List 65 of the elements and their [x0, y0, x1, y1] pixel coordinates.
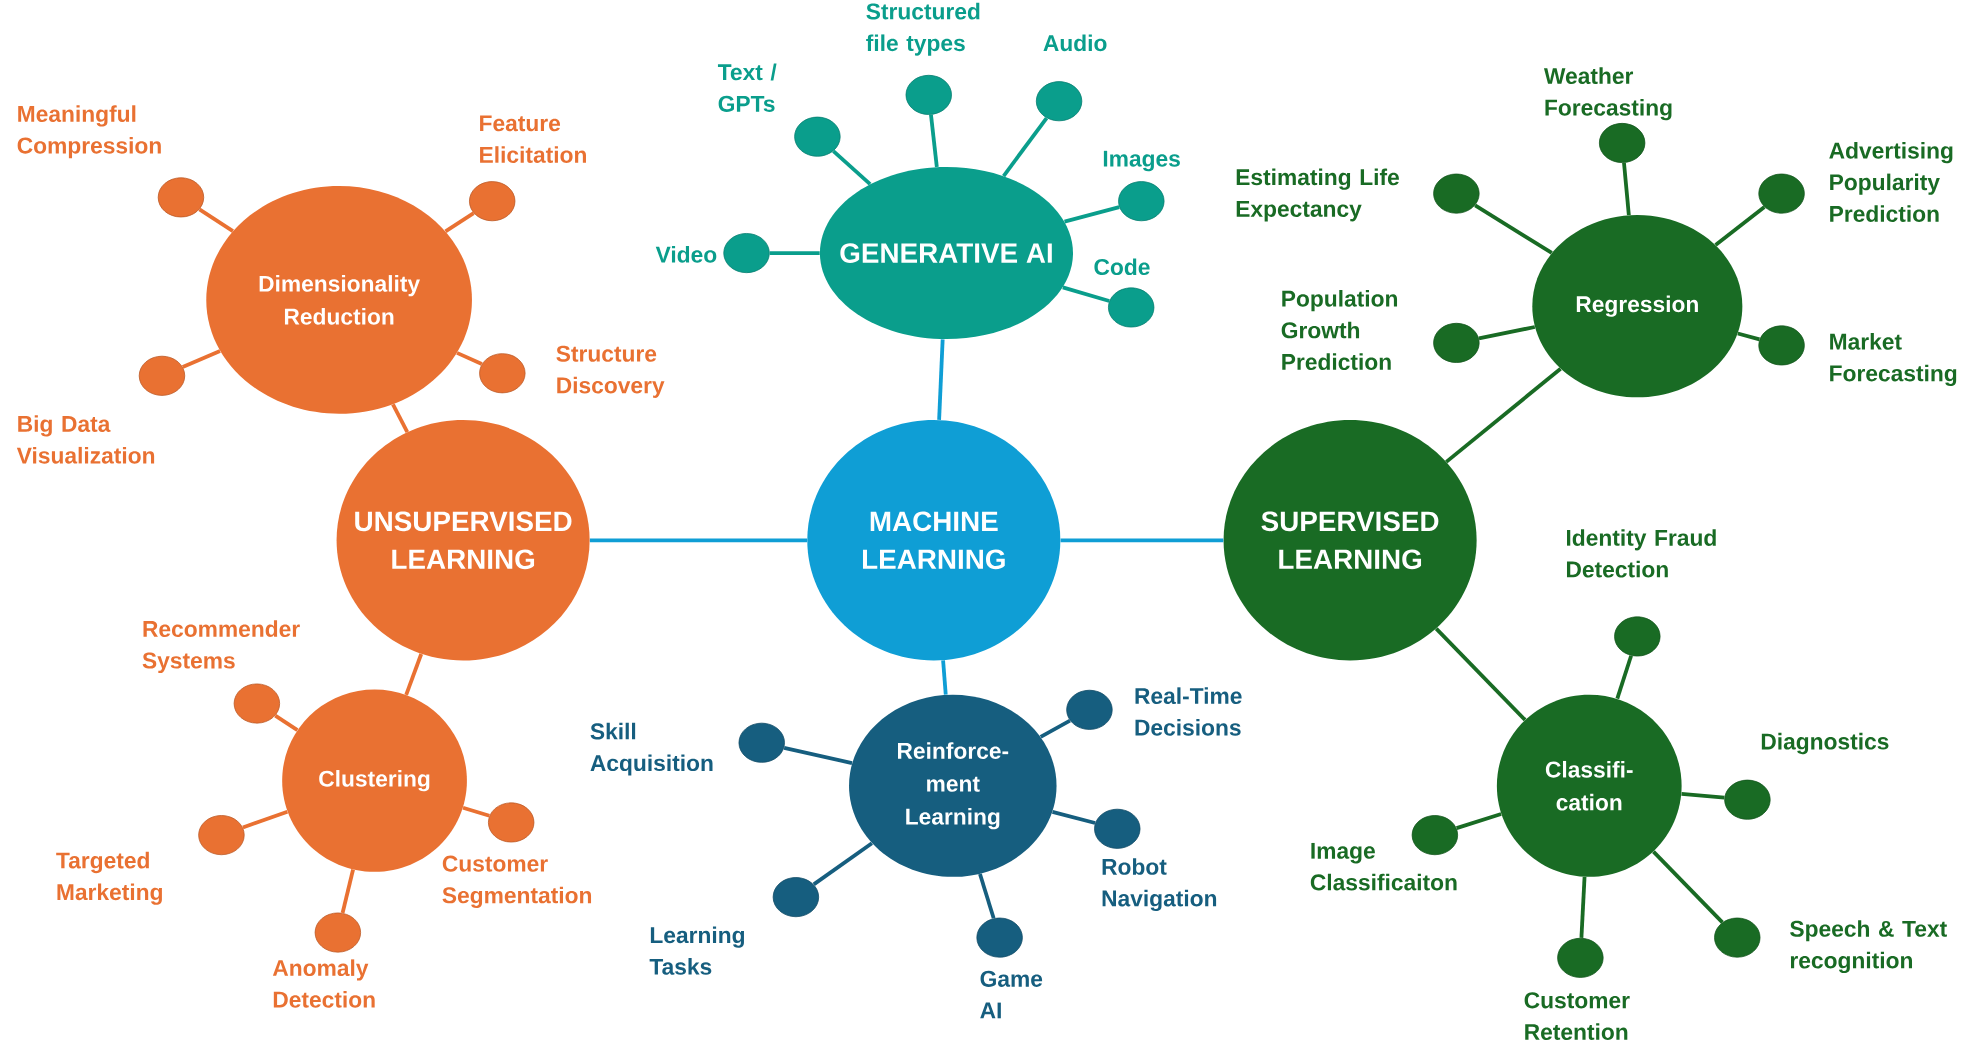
connector-line — [181, 348, 221, 369]
leaf-label: Anomaly Detection — [272, 959, 375, 1008]
leaf-label: Market Forecasting — [1830, 332, 1957, 386]
connector-line — [1445, 367, 1562, 464]
connector-line — [444, 211, 475, 233]
connector-line — [456, 350, 483, 366]
leaf-label: Meaningful Compression — [17, 105, 161, 158]
connector-line — [1064, 205, 1120, 224]
connector-line — [404, 653, 423, 696]
connector-line — [1737, 331, 1760, 342]
connector-line — [832, 149, 872, 186]
connector-line — [783, 745, 853, 765]
connector-line — [941, 660, 948, 695]
leaf-label: Game AI — [980, 970, 1043, 1019]
connector-line — [769, 250, 820, 255]
leaf-label: Population Growth Prediction — [1281, 289, 1398, 370]
leaf-label: Targeted Marketing — [56, 851, 162, 905]
leaf-label: Big Data Visualization — [16, 415, 155, 464]
connector-line — [1039, 718, 1071, 739]
connector-line — [391, 403, 409, 433]
connector-line — [812, 841, 873, 886]
leaf-label: Audio — [1043, 34, 1107, 51]
connector-line — [1060, 538, 1224, 542]
connector-line — [1615, 654, 1633, 700]
connector-line — [1579, 876, 1587, 938]
connector-line — [978, 873, 996, 919]
connector-line — [274, 713, 299, 732]
connector-line — [1714, 205, 1766, 247]
leaf-label: Speech & Text recognition — [1790, 919, 1947, 973]
leaf-label: Images — [1103, 150, 1180, 172]
connector-line — [1062, 285, 1110, 303]
connector-line — [937, 339, 945, 420]
leaf-label: Customer Retention — [1524, 992, 1630, 1040]
connector-line — [1652, 850, 1724, 924]
leaf-label: Robot Navigation — [1102, 857, 1217, 911]
leaf-label: Estimating Life Expectancy — [1236, 168, 1399, 222]
leaf-label: Code — [1094, 258, 1150, 275]
connector-line — [1456, 811, 1502, 830]
leaf-label: Structured file types — [866, 2, 980, 56]
leaf-label: Structure Discovery — [556, 345, 665, 398]
connector-line — [1622, 162, 1631, 216]
leaf-label: Weather Forecasting — [1543, 67, 1672, 121]
leaf-label: Identity Fraud Detection — [1567, 528, 1716, 578]
connector-line — [462, 805, 490, 818]
connector-line — [589, 538, 808, 542]
connector-line — [929, 114, 939, 167]
connector-line — [340, 868, 355, 914]
connector-line — [1052, 809, 1096, 825]
leaf-label: Image Classificaiton — [1310, 842, 1457, 891]
connector-line — [242, 809, 289, 830]
connector-line — [198, 207, 234, 233]
connector-line — [1434, 627, 1527, 721]
leaf-label: Real-Time Decisions — [1135, 687, 1242, 736]
connector-line — [1681, 791, 1725, 800]
leaf-label: Feature Elicitation — [480, 115, 586, 163]
leaf-label: Text / GPTs — [717, 63, 777, 112]
connector-line — [1474, 203, 1553, 255]
leaf-label: Video — [655, 245, 717, 263]
leaf-label: Diagnostics — [1761, 732, 1889, 754]
leaf-label: Advertising Popularity Prediction — [1829, 141, 1953, 222]
connector-line — [1478, 324, 1536, 340]
leaf-label: Learning Tasks — [649, 926, 744, 975]
leaf-label: Skill Acquisition — [590, 722, 713, 776]
leaf-label: Recommender Systems — [142, 620, 300, 673]
connector-line — [1002, 116, 1049, 177]
